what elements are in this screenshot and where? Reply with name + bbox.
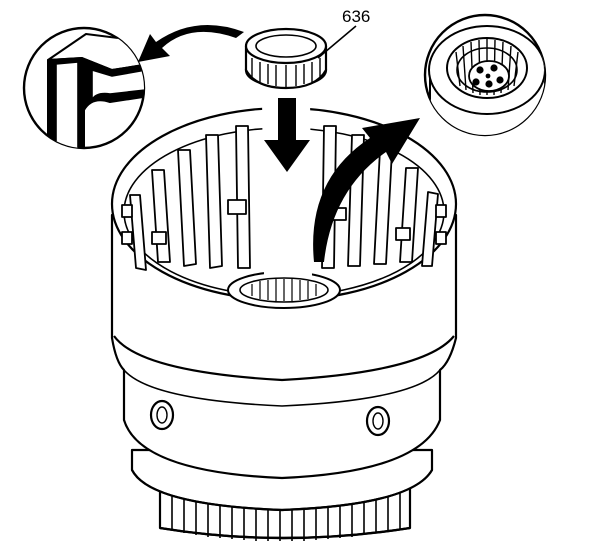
seal-ring-636 (244, 27, 328, 90)
right-detail-arrow (313, 118, 420, 262)
bearing-bore-detail-icon (423, 13, 547, 137)
callout-label-636: 636 (342, 7, 370, 26)
install-down-arrow (264, 98, 310, 172)
seal-cross-section-icon (22, 26, 146, 150)
callout-leader (317, 25, 357, 59)
left-detail-arrow (138, 24, 244, 63)
center-hub (227, 271, 341, 309)
housing-internal-splines (121, 125, 447, 271)
